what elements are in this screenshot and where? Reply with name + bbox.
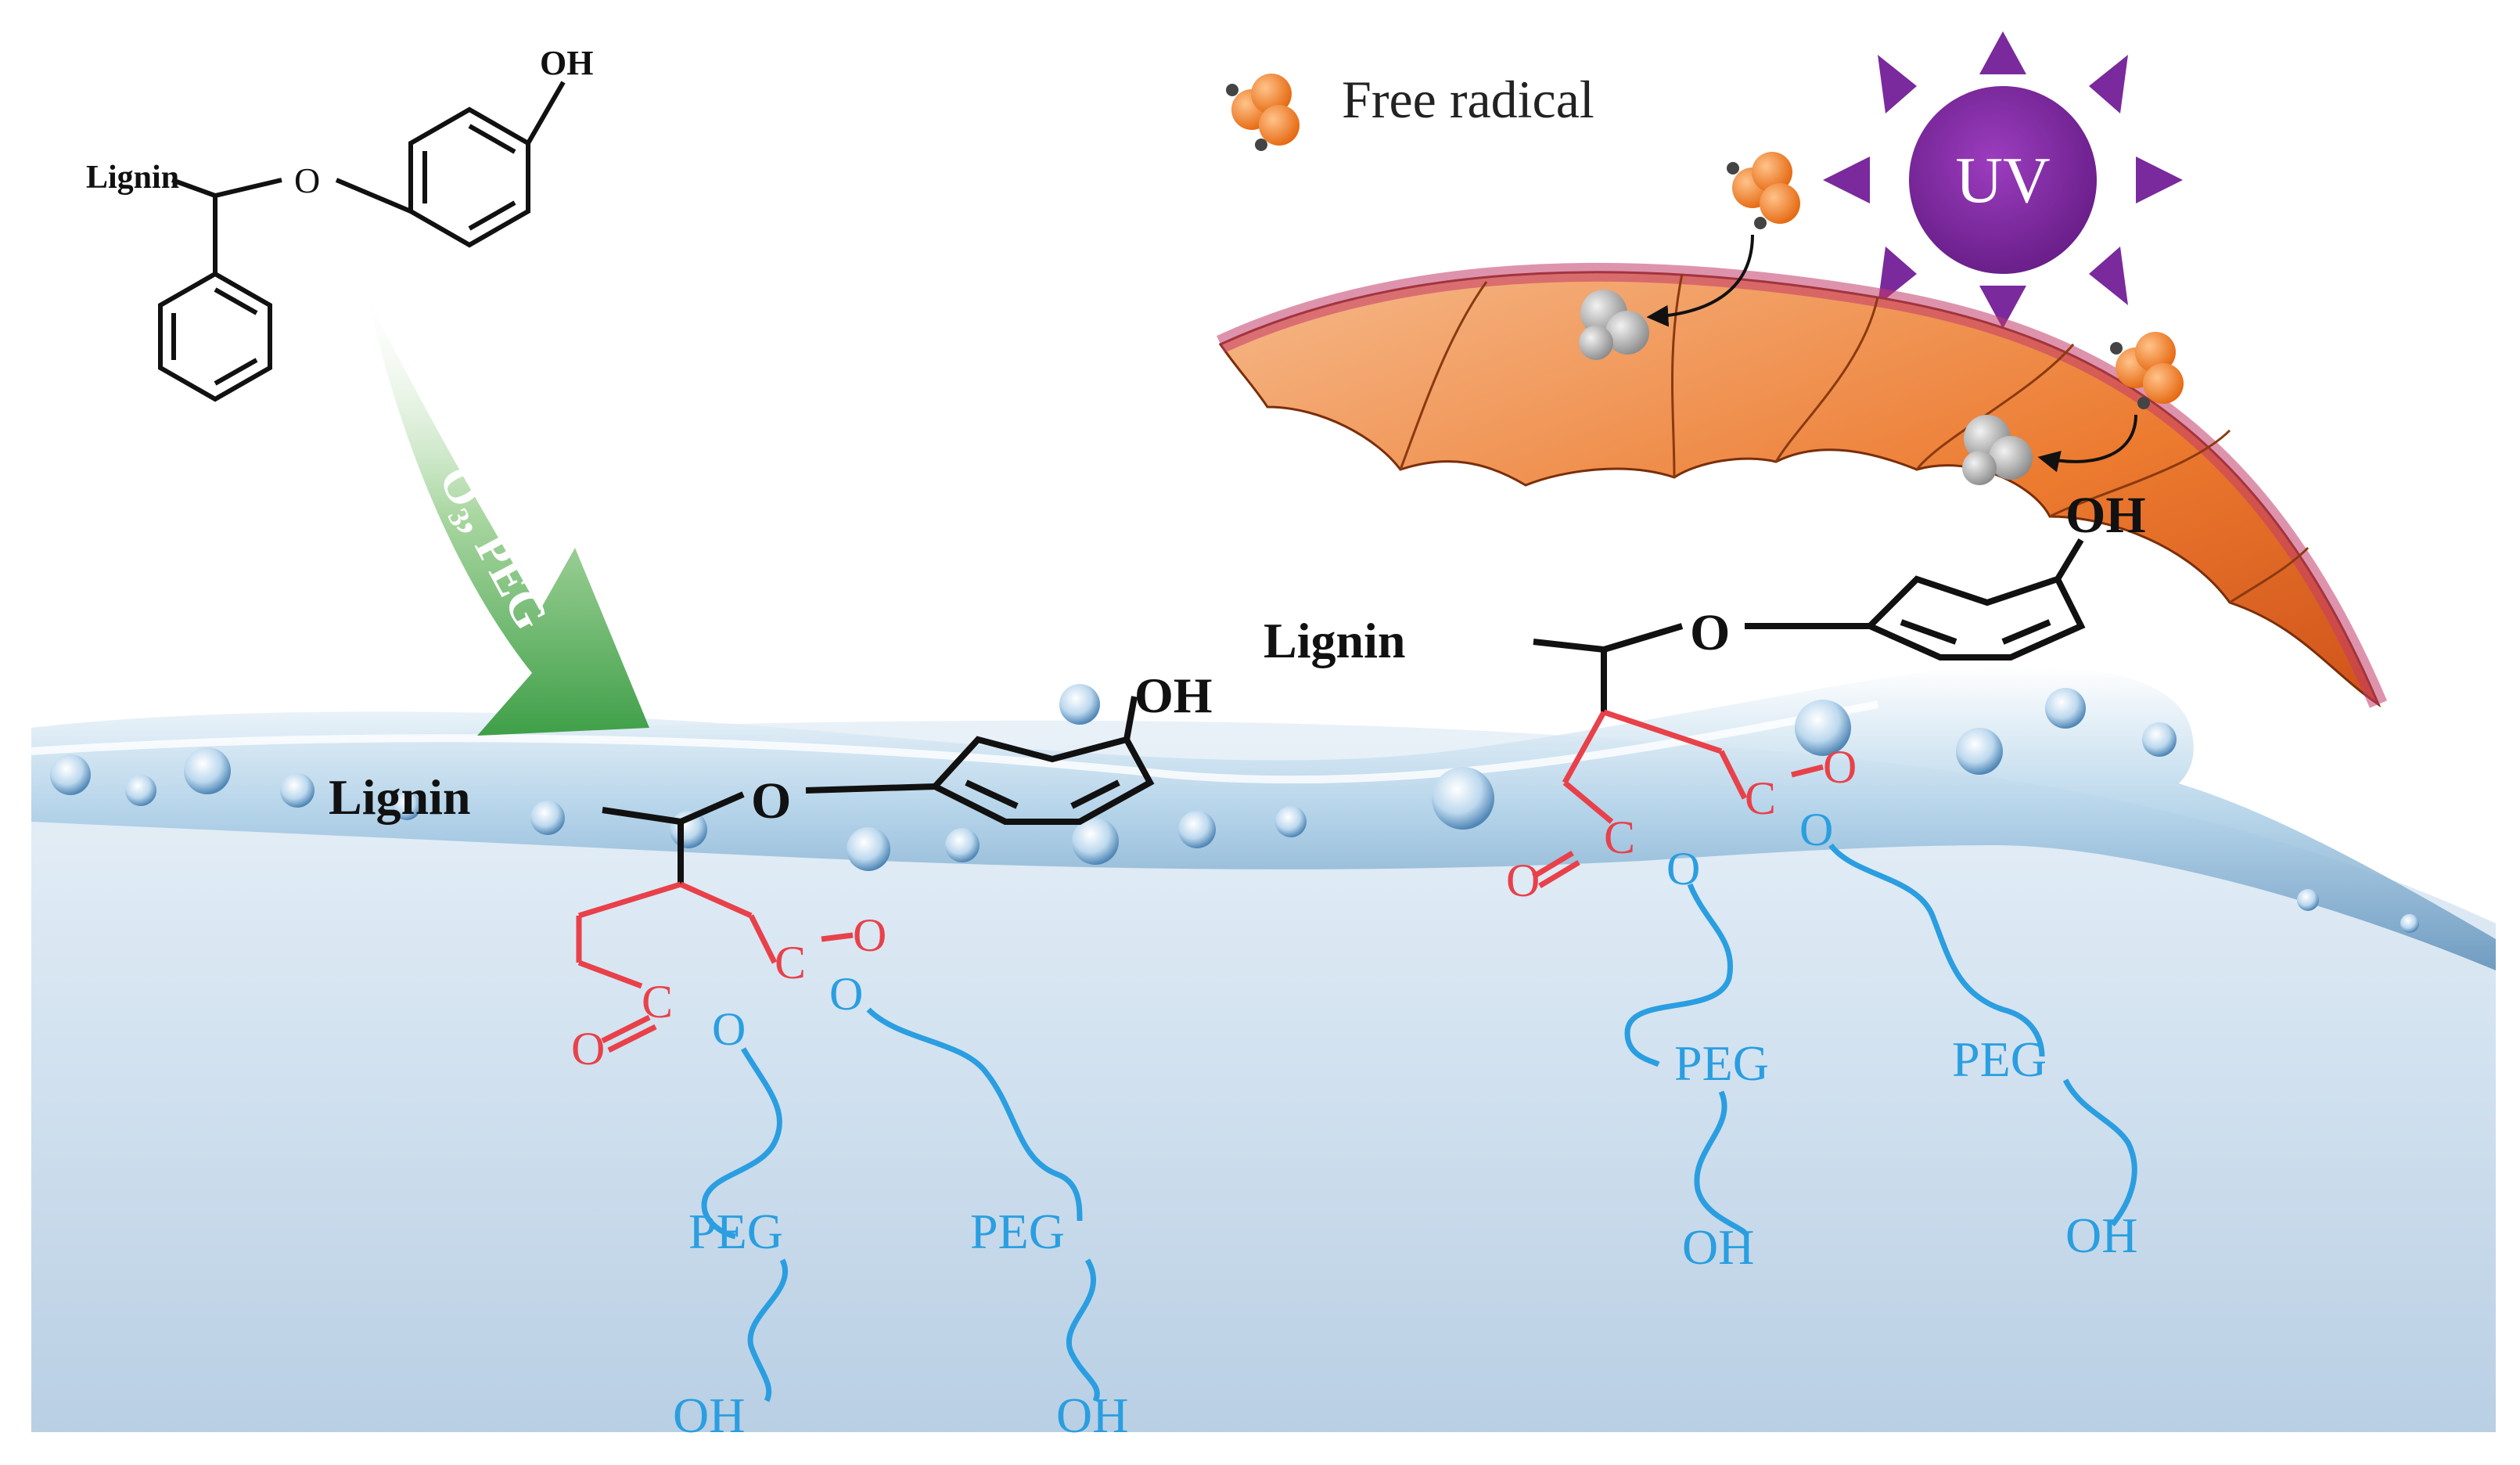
quenched-radical-icon-2 (1962, 415, 2033, 485)
lignin-label-left: Lignin (329, 769, 470, 825)
phenol-ring-top (408, 106, 530, 248)
ether-o-label-right: O (1690, 604, 1730, 661)
phenol-ring-left (929, 736, 1155, 825)
lignin-label-right: Lignin (1264, 613, 1405, 668)
peg-label-right-1: PEG (1674, 1035, 1769, 1091)
ester-c-left-2: C (775, 937, 806, 988)
ester-c-right-2: C (1745, 772, 1776, 824)
oh-label-right: OH (2065, 487, 2146, 544)
ester-o-single-right-1: O (1666, 843, 1700, 894)
oh-end-label-left-1: OH (673, 1388, 745, 1443)
reaction-arrow-icon (368, 297, 649, 736)
oh-end-label-right-1: OH (1682, 1219, 1754, 1275)
oh-end-label-right-2: OH (2065, 1208, 2137, 1263)
oh-label-left: OH (1134, 668, 1213, 723)
oh-end-label-left-2: OH (1056, 1388, 1128, 1443)
benzene-ring-top (158, 271, 272, 402)
uv-sun-icon (1823, 31, 2183, 329)
lignin-phenol-structure-reactant (158, 81, 566, 402)
water-background (31, 720, 2496, 1432)
ester-o-single-left-2: O (829, 968, 863, 1020)
ester-c-right-1: C (1604, 812, 1635, 863)
lignin-phenol-structure-left (602, 696, 1155, 884)
peg-chain-left (701, 1007, 1100, 1402)
free-radical-icon (1226, 74, 1300, 151)
peg-chain-right (1624, 843, 2137, 1239)
ester-linkage-left (576, 881, 854, 1053)
ester-c-left-1: C (642, 976, 673, 1028)
peg-label-left-1: PEG (688, 1204, 783, 1259)
free-radical-icon-2 (2110, 332, 2184, 409)
ester-o-double-left-2: O (853, 909, 886, 961)
umbrella-shield-icon (1217, 262, 2388, 708)
ester-o-double-right-2: O (1823, 741, 1857, 793)
uv-label: UV (1955, 144, 2050, 217)
peg-label-left-2: PEG (970, 1204, 1065, 1259)
quenched-radical-icon-1 (1579, 290, 1649, 360)
ester-o-single-right-2: O (1799, 804, 1833, 855)
water-wave (31, 665, 2496, 970)
ester-o-double-left-1: O (571, 1023, 605, 1074)
peg-label-right-2: PEG (1952, 1031, 2047, 1087)
lignin-label-reactant: Lignin (86, 160, 179, 196)
free-radical-legend-label: Free radical (1342, 70, 1594, 129)
ether-o-label-reactant: O (294, 160, 320, 200)
phenol-ring-right (1864, 575, 2086, 661)
radical-capture-arrows (1646, 234, 2137, 473)
ether-o-label-left: O (751, 772, 791, 830)
lignin-phenol-structure-right (1533, 538, 2086, 712)
oh-label-reactant: OH (540, 44, 593, 82)
ester-o-single-left-1: O (712, 1003, 746, 1055)
ester-o-double-right-1: O (1506, 855, 1540, 906)
surface-bubbles (50, 684, 2419, 933)
ester-linkage-right (1532, 709, 1824, 889)
free-radical-icon-1 (1727, 152, 1800, 229)
